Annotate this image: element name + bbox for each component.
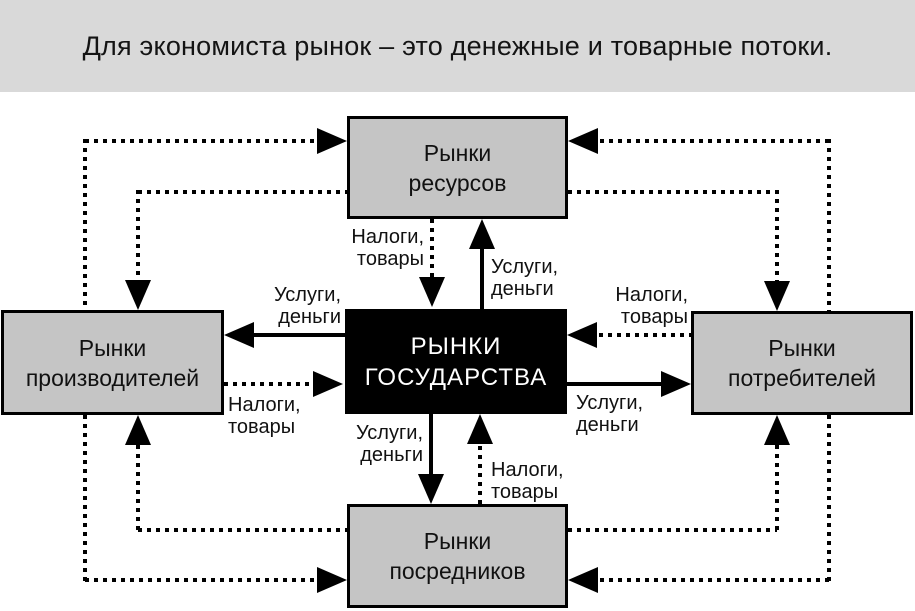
node-label-line: РЫНКИ <box>410 332 502 360</box>
dotted-line-right-to-top-horizontal <box>600 139 829 143</box>
arrowhead-up-icon <box>467 414 493 444</box>
dotted-line-top-to-right-vertical <box>775 190 779 281</box>
dotted-arrow-bottom-to-center <box>478 446 482 504</box>
node-label-line: Рынки <box>768 335 836 361</box>
arrowhead-down-icon <box>419 277 445 307</box>
arrowhead-up-icon <box>764 415 790 445</box>
flow-label-services-money-left: Услуги, деньги <box>273 284 341 328</box>
dotted-line-top-to-left-horizontal <box>138 190 347 194</box>
diagram-title: Для экономиста рынок – это денежные и то… <box>82 30 833 61</box>
dotted-line-bottom-to-right-vertical <box>775 445 779 530</box>
dotted-line-left-to-top-vertical <box>83 139 87 310</box>
flow-label-services-money-bottom: Услуги, деньги <box>355 422 423 466</box>
flow-label-taxes-goods-right: Налоги, товары <box>615 284 688 328</box>
node-label-line: посредников <box>389 558 526 584</box>
dotted-line-right-to-bottom-vertical <box>827 415 831 582</box>
node-producer-markets: Рынки производителей <box>1 310 224 415</box>
dotted-line-top-to-right-horizontal <box>568 190 777 194</box>
arrowhead-right-icon <box>317 567 347 593</box>
dotted-arrow-right-to-center <box>599 333 691 337</box>
arrowhead-down-icon <box>764 281 790 311</box>
dotted-line-bottom-to-left-horizontal <box>138 528 347 532</box>
dotted-line-left-to-top-horizontal <box>85 139 317 143</box>
node-label-line: производителей <box>25 364 200 391</box>
node-consumer-markets: Рынки потребителей <box>691 311 913 415</box>
node-label-line: потребителей <box>728 365 876 391</box>
dotted-line-left-to-bottom-horizontal <box>85 578 317 582</box>
arrowhead-right-icon <box>317 128 347 154</box>
node-label-line: ГОСУДАРСТВА <box>364 363 548 391</box>
dotted-line-right-to-top-vertical <box>827 139 831 311</box>
arrowhead-down-icon <box>418 474 444 504</box>
solid-arrow-center-to-top <box>480 249 484 309</box>
flow-label-services-money-right: Услуги, деньги <box>576 392 644 436</box>
dotted-line-right-to-bottom-horizontal <box>600 578 829 582</box>
arrowhead-right-icon <box>661 371 691 397</box>
arrowhead-left-icon <box>568 567 598 593</box>
arrowhead-right-icon <box>313 371 343 397</box>
flow-label-taxes-goods-top: Налоги, товары <box>351 226 424 270</box>
node-intermediary-markets: Рынки посредников <box>347 504 568 608</box>
solid-arrow-center-to-left <box>254 333 345 337</box>
arrowhead-up-icon <box>469 219 495 249</box>
solid-arrow-center-to-right <box>567 382 661 386</box>
flow-label-taxes-goods-left: Налоги, товары <box>228 394 301 438</box>
dotted-arrow-top-to-center <box>430 219 434 277</box>
dotted-arrow-left-to-center <box>224 382 313 386</box>
flow-label-services-money-top: Услуги, деньги <box>491 256 559 300</box>
node-label-line: ресурсов <box>408 169 507 196</box>
arrowhead-left-icon <box>567 322 597 348</box>
arrowhead-up-icon <box>125 415 151 445</box>
title-bar: Для экономиста рынок – это денежные и то… <box>0 0 915 92</box>
flow-label-taxes-goods-bottom: Налоги, товары <box>491 459 564 503</box>
arrowhead-down-icon <box>125 280 151 310</box>
node-state-markets: РЫНКИ ГОСУДАРСТВА <box>345 309 567 414</box>
dotted-line-left-to-bottom-vertical <box>83 415 87 582</box>
node-label-line: Рынки <box>78 334 147 361</box>
solid-arrow-center-to-bottom <box>429 414 433 474</box>
dotted-line-bottom-to-right-horizontal <box>568 528 777 532</box>
node-label-line: Рынки <box>423 528 492 554</box>
arrowhead-left-icon <box>224 322 254 348</box>
arrowhead-left-icon <box>568 128 598 154</box>
dotted-line-top-to-left-vertical <box>136 190 140 280</box>
dotted-line-bottom-to-left-vertical <box>136 445 140 530</box>
node-resource-markets: Рынки ресурсов <box>347 116 568 219</box>
node-label-line: Рынки <box>423 139 492 166</box>
